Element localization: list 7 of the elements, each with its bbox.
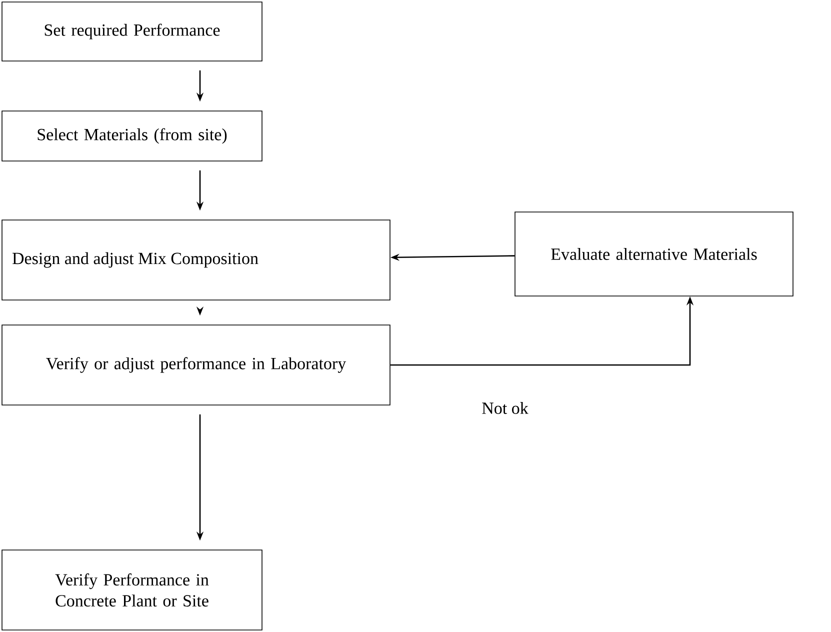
process-box: Select Materials (from site) (2, 110, 262, 162)
process-box: Verify or adjust performance in Laboratory (2, 324, 390, 406)
edge-label: Not ok (480, 401, 530, 415)
process-box: Set required Performance (2, 2, 262, 62)
process-box: Design and adjust Mix Composition (2, 220, 390, 300)
process-box: Verify Performance in Concrete Plant or Site (2, 550, 262, 630)
process-box: Evaluate alternative Materials (514, 212, 794, 296)
